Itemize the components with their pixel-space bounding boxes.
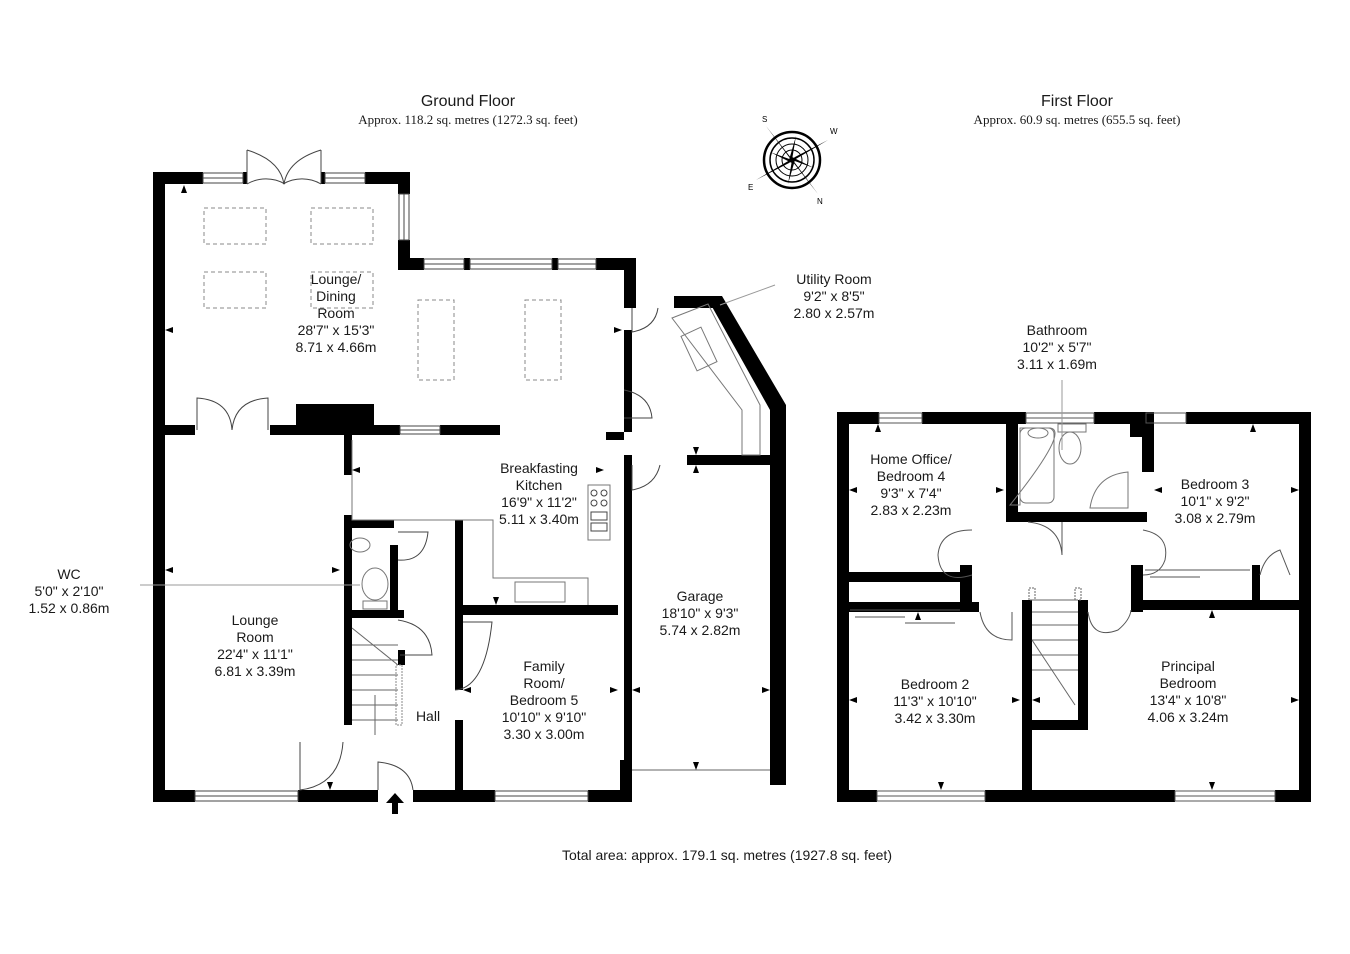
room-label-lounge-room: Lounge Room 22'4" x 11'1" 6.81 x 3.39m — [215, 612, 296, 680]
svg-text:N: N — [817, 197, 823, 206]
room-label-garage: Garage 18'10" x 9'3" 5.74 x 2.82m — [660, 588, 741, 639]
room-label-utility-room: Utility Room 9'2" x 8'5" 2.80 x 2.57m — [794, 271, 875, 322]
room-dimensions-metric: 2.80 x 2.57m — [793, 305, 875, 321]
room-dimensions-imperial: 18'10" x 9'3" — [661, 605, 739, 621]
room-dimensions-metric: 4.06 x 3.24m — [1147, 709, 1229, 725]
room-dimensions-imperial: 5'0" x 2'10" — [34, 583, 104, 599]
room-dimensions-imperial: 10'2" x 5'7" — [1022, 339, 1092, 355]
room-dimensions-imperial: 22'4" x 11'1" — [217, 646, 293, 662]
room-dimensions-imperial: 16'9" x 11'2" — [501, 494, 577, 510]
room-dimensions-imperial: 13'4" x 10'8" — [1149, 692, 1227, 708]
room-name: Lounge/ — [310, 271, 362, 287]
ground-floor-walls — [153, 172, 786, 802]
room-name: Home Office/ — [870, 451, 952, 467]
room-name: Room — [317, 305, 355, 321]
room-name: WC — [57, 566, 81, 582]
room-name: Bathroom — [1026, 322, 1088, 338]
room-label-family-room-bedroom-5: Family Room/ Bedroom 5 10'10" x 9'10" 3.… — [502, 658, 587, 743]
room-name: Garage — [676, 588, 724, 604]
room-name: Dining — [316, 288, 356, 304]
room-name: Bedroom 5 — [509, 692, 579, 708]
svg-text:S: S — [762, 115, 767, 124]
room-name: Kitchen — [515, 477, 563, 493]
total-area: Total area: approx. 179.1 sq. metres (19… — [562, 847, 892, 863]
room-name: Lounge — [231, 612, 279, 628]
room-label-wc: WC 5'0" x 2'10" 1.52 x 0.86m — [29, 566, 110, 617]
room-label-bedroom-3: Bedroom 3 10'1" x 9'2" 3.08 x 2.79m — [1175, 476, 1256, 527]
room-name: Hall — [415, 708, 441, 724]
room-label-breakfasting-kitchen: Breakfasting Kitchen 16'9" x 11'2" 5.11 … — [499, 460, 579, 528]
room-label-principal-bedroom: Principal Bedroom 13'4" x 10'8" 4.06 x 3… — [1148, 658, 1229, 726]
first-floor-fixtures — [850, 380, 1291, 802]
room-dimensions-imperial: 10'1" x 9'2" — [1180, 493, 1250, 509]
entrance-arrow-icon — [386, 793, 404, 814]
room-dimensions-metric: 3.42 x 3.30m — [894, 710, 976, 726]
room-name: Bedroom 3 — [1180, 476, 1250, 492]
ground-floor-title: Ground Floor — [420, 93, 516, 110]
room-dimensions-imperial: 9'2" x 8'5" — [803, 288, 865, 304]
ground-floor-area: Approx. 118.2 sq. metres (1272.3 sq. fee… — [358, 112, 578, 127]
room-dimensions-imperial: 11'3" x 10'10" — [893, 693, 977, 709]
room-dimensions-metric: 5.11 x 3.40m — [499, 511, 579, 527]
room-label-hall: Hall — [416, 708, 440, 725]
svg-text:W: W — [830, 127, 838, 136]
room-dimensions-metric: 8.71 x 4.66m — [295, 339, 377, 355]
room-name: Principal — [1161, 658, 1215, 674]
room-name: Family — [523, 658, 565, 674]
room-label-bathroom: Bathroom 10'2" x 5'7" 3.11 x 1.69m — [1017, 322, 1097, 373]
room-name: Bedroom 2 — [900, 676, 970, 692]
room-name: Bedroom 4 — [876, 468, 946, 484]
compass-rose-icon: S W N E — [748, 115, 838, 206]
room-label-home-office-bedroom-4: Home Office/ Bedroom 4 9'3" x 7'4" 2.83 … — [870, 451, 951, 519]
first-floor-heading: First Floor Approx. 60.9 sq. metres (655… — [974, 92, 1181, 128]
first-floor-title: First Floor — [1040, 93, 1113, 110]
room-dimensions-metric: 5.74 x 2.82m — [659, 622, 741, 638]
svg-text:E: E — [748, 183, 753, 192]
room-label-lounge-dining: Lounge/ Dining Room 28'7" x 15'3" 8.71 x… — [296, 271, 377, 356]
ground-floor-heading: Ground Floor Approx. 118.2 sq. metres (1… — [358, 92, 577, 128]
room-label-bedroom-2: Bedroom 2 11'3" x 10'10" 3.42 x 3.30m — [893, 676, 977, 727]
room-dimensions-metric: 3.08 x 2.79m — [1174, 510, 1256, 526]
room-dimensions-imperial: 10'10" x 9'10" — [501, 709, 587, 725]
room-name: Utility Room — [796, 271, 872, 287]
room-dimensions-imperial: 28'7" x 15'3" — [297, 322, 375, 338]
room-name: Room — [236, 629, 274, 645]
room-dimensions-metric: 2.83 x 2.23m — [870, 502, 952, 518]
room-dimensions-metric: 3.11 x 1.69m — [1017, 356, 1097, 372]
measurement-arrows — [165, 185, 1299, 790]
ground-floor-windows — [140, 149, 776, 802]
first-floor-area: Approx. 60.9 sq. metres (655.5 sq. feet) — [973, 112, 1181, 127]
room-name: Breakfasting — [500, 460, 578, 476]
room-name: Bedroom — [1159, 675, 1217, 691]
room-name: Room/ — [523, 675, 565, 691]
room-dimensions-metric: 6.81 x 3.39m — [214, 663, 296, 679]
room-dimensions-imperial: 9'3" x 7'4" — [880, 485, 942, 501]
room-dimensions-metric: 1.52 x 0.86m — [28, 600, 110, 616]
first-floor-walls — [837, 412, 1311, 802]
room-dimensions-metric: 3.30 x 3.00m — [503, 726, 585, 742]
